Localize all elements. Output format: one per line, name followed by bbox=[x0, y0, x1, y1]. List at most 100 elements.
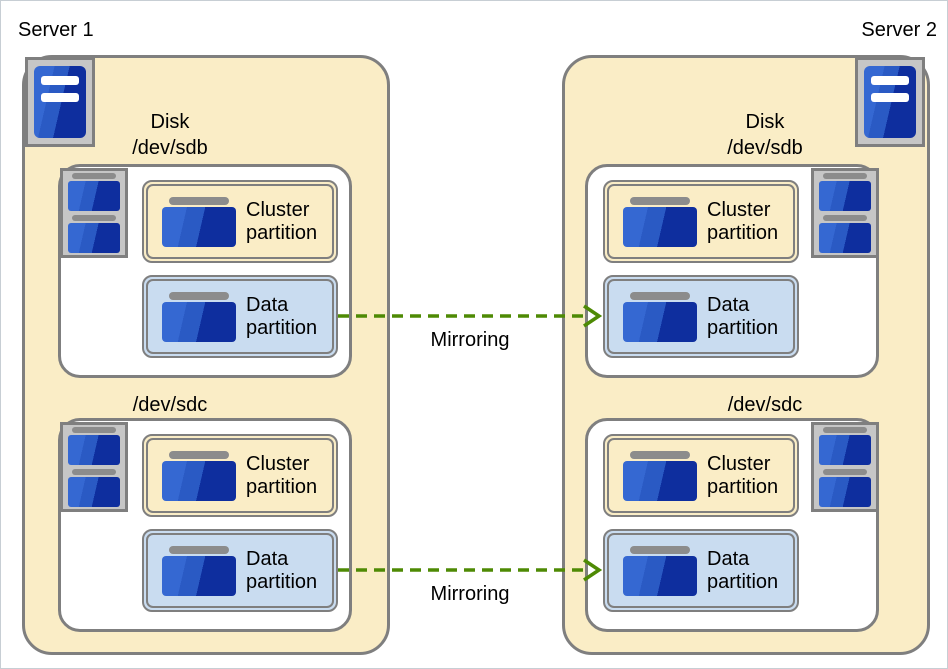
disk-body bbox=[162, 206, 236, 247]
disk-label-sdb: Disk /dev/sdb bbox=[90, 109, 250, 161]
disk-icon bbox=[623, 291, 697, 342]
disk-icon bbox=[162, 196, 236, 247]
server-icon-bar bbox=[41, 93, 79, 102]
drive-bar bbox=[72, 173, 116, 179]
drive-unit bbox=[68, 469, 120, 507]
data-partition-inner: Data partition bbox=[146, 279, 334, 354]
partition-label: Cluster partition bbox=[707, 198, 779, 244]
data-partition-box: Data partition bbox=[603, 529, 799, 612]
disk-name: Disk bbox=[150, 111, 190, 133]
disk-bar bbox=[169, 291, 229, 300]
disk-device: /dev/sdc bbox=[727, 394, 803, 416]
disk-body bbox=[623, 555, 697, 596]
disk-body bbox=[623, 460, 697, 501]
drive-body bbox=[819, 181, 871, 211]
server-tower-body bbox=[864, 66, 916, 138]
drive-body bbox=[68, 435, 120, 465]
drive-bar bbox=[823, 427, 867, 433]
drive-body bbox=[68, 223, 120, 253]
data-partition-box: Data partition bbox=[142, 275, 338, 358]
disk-body bbox=[623, 301, 697, 342]
drive-body bbox=[819, 477, 871, 507]
cluster-partition-box: Cluster partition bbox=[142, 434, 338, 517]
server-icon-bar bbox=[871, 76, 909, 85]
data-partition-inner: Data partition bbox=[607, 533, 795, 608]
disk-bar bbox=[169, 196, 229, 205]
drive-bar bbox=[823, 215, 867, 221]
cluster-partition-box: Cluster partition bbox=[603, 434, 799, 517]
drive-body bbox=[819, 435, 871, 465]
server-icon-bar bbox=[41, 76, 79, 85]
disk-icon bbox=[623, 450, 697, 501]
mirroring-label: Mirroring bbox=[430, 329, 510, 351]
disk-device: /dev/sdb bbox=[132, 137, 208, 159]
partition-label: Cluster partition bbox=[246, 452, 318, 498]
data-partition-inner: Data partition bbox=[146, 533, 334, 608]
cluster-partition-inner: Cluster partition bbox=[607, 438, 795, 513]
server1-label: Server 1 bbox=[18, 19, 94, 41]
data-partition-box: Data partition bbox=[603, 275, 799, 358]
disk-bar bbox=[630, 291, 690, 300]
drive-unit bbox=[819, 427, 871, 465]
cluster-partition-inner: Cluster partition bbox=[607, 184, 795, 259]
cluster-partition-inner: Cluster partition bbox=[146, 184, 334, 259]
server-tower-icon bbox=[25, 57, 95, 147]
drive-bar bbox=[823, 173, 867, 179]
cluster-partition-box: Cluster partition bbox=[142, 180, 338, 263]
disk-icon bbox=[162, 545, 236, 596]
disk-body bbox=[162, 301, 236, 342]
disk-label-sdc: /dev/sdc bbox=[685, 392, 845, 418]
disk-name: Disk bbox=[745, 111, 785, 133]
drive-unit bbox=[819, 469, 871, 507]
partition-label: Data partition bbox=[707, 293, 779, 339]
drive-unit bbox=[68, 173, 120, 211]
disk-body bbox=[162, 460, 236, 501]
disk-icon bbox=[623, 196, 697, 247]
cluster-partition-inner: Cluster partition bbox=[146, 438, 334, 513]
drive-unit bbox=[68, 215, 120, 253]
disk-array-icon bbox=[811, 168, 879, 258]
disk-body bbox=[623, 206, 697, 247]
server-tower-icon bbox=[855, 57, 925, 147]
mirroring-arrow bbox=[338, 558, 603, 582]
data-partition-inner: Data partition bbox=[607, 279, 795, 354]
mirroring-label: Mirroring bbox=[430, 583, 510, 605]
disk-bar bbox=[630, 196, 690, 205]
drive-unit bbox=[819, 215, 871, 253]
disk-device: /dev/sdc bbox=[132, 394, 208, 416]
drive-bar bbox=[823, 469, 867, 475]
disk-device: /dev/sdb bbox=[727, 137, 803, 159]
disk-label-sdb: Disk /dev/sdb bbox=[685, 109, 845, 161]
disk-body bbox=[162, 555, 236, 596]
disk-label-sdc: /dev/sdc bbox=[90, 392, 250, 418]
server-tower-body bbox=[34, 66, 86, 138]
partition-label: Data partition bbox=[707, 547, 779, 593]
drive-bar bbox=[72, 215, 116, 221]
disk-array-icon bbox=[811, 422, 879, 512]
drive-bar bbox=[72, 469, 116, 475]
drive-unit bbox=[68, 427, 120, 465]
drive-unit bbox=[819, 173, 871, 211]
disk-bar bbox=[630, 545, 690, 554]
disk-bar bbox=[630, 450, 690, 459]
mirroring-arrow bbox=[338, 304, 603, 328]
drive-body bbox=[68, 477, 120, 507]
server-icon-bar bbox=[871, 93, 909, 102]
partition-label: Data partition bbox=[246, 293, 318, 339]
cluster-partition-box: Cluster partition bbox=[603, 180, 799, 263]
drive-body bbox=[68, 181, 120, 211]
disk-array-icon bbox=[60, 422, 128, 512]
partition-label: Data partition bbox=[246, 547, 318, 593]
disk-bar bbox=[169, 545, 229, 554]
disk-array-icon bbox=[60, 168, 128, 258]
drive-body bbox=[819, 223, 871, 253]
partition-label: Cluster partition bbox=[246, 198, 318, 244]
server2-label: Server 2 bbox=[861, 19, 937, 41]
drive-bar bbox=[72, 427, 116, 433]
disk-icon bbox=[162, 291, 236, 342]
disk-bar bbox=[169, 450, 229, 459]
disk-icon bbox=[623, 545, 697, 596]
disk-icon bbox=[162, 450, 236, 501]
partition-label: Cluster partition bbox=[707, 452, 779, 498]
